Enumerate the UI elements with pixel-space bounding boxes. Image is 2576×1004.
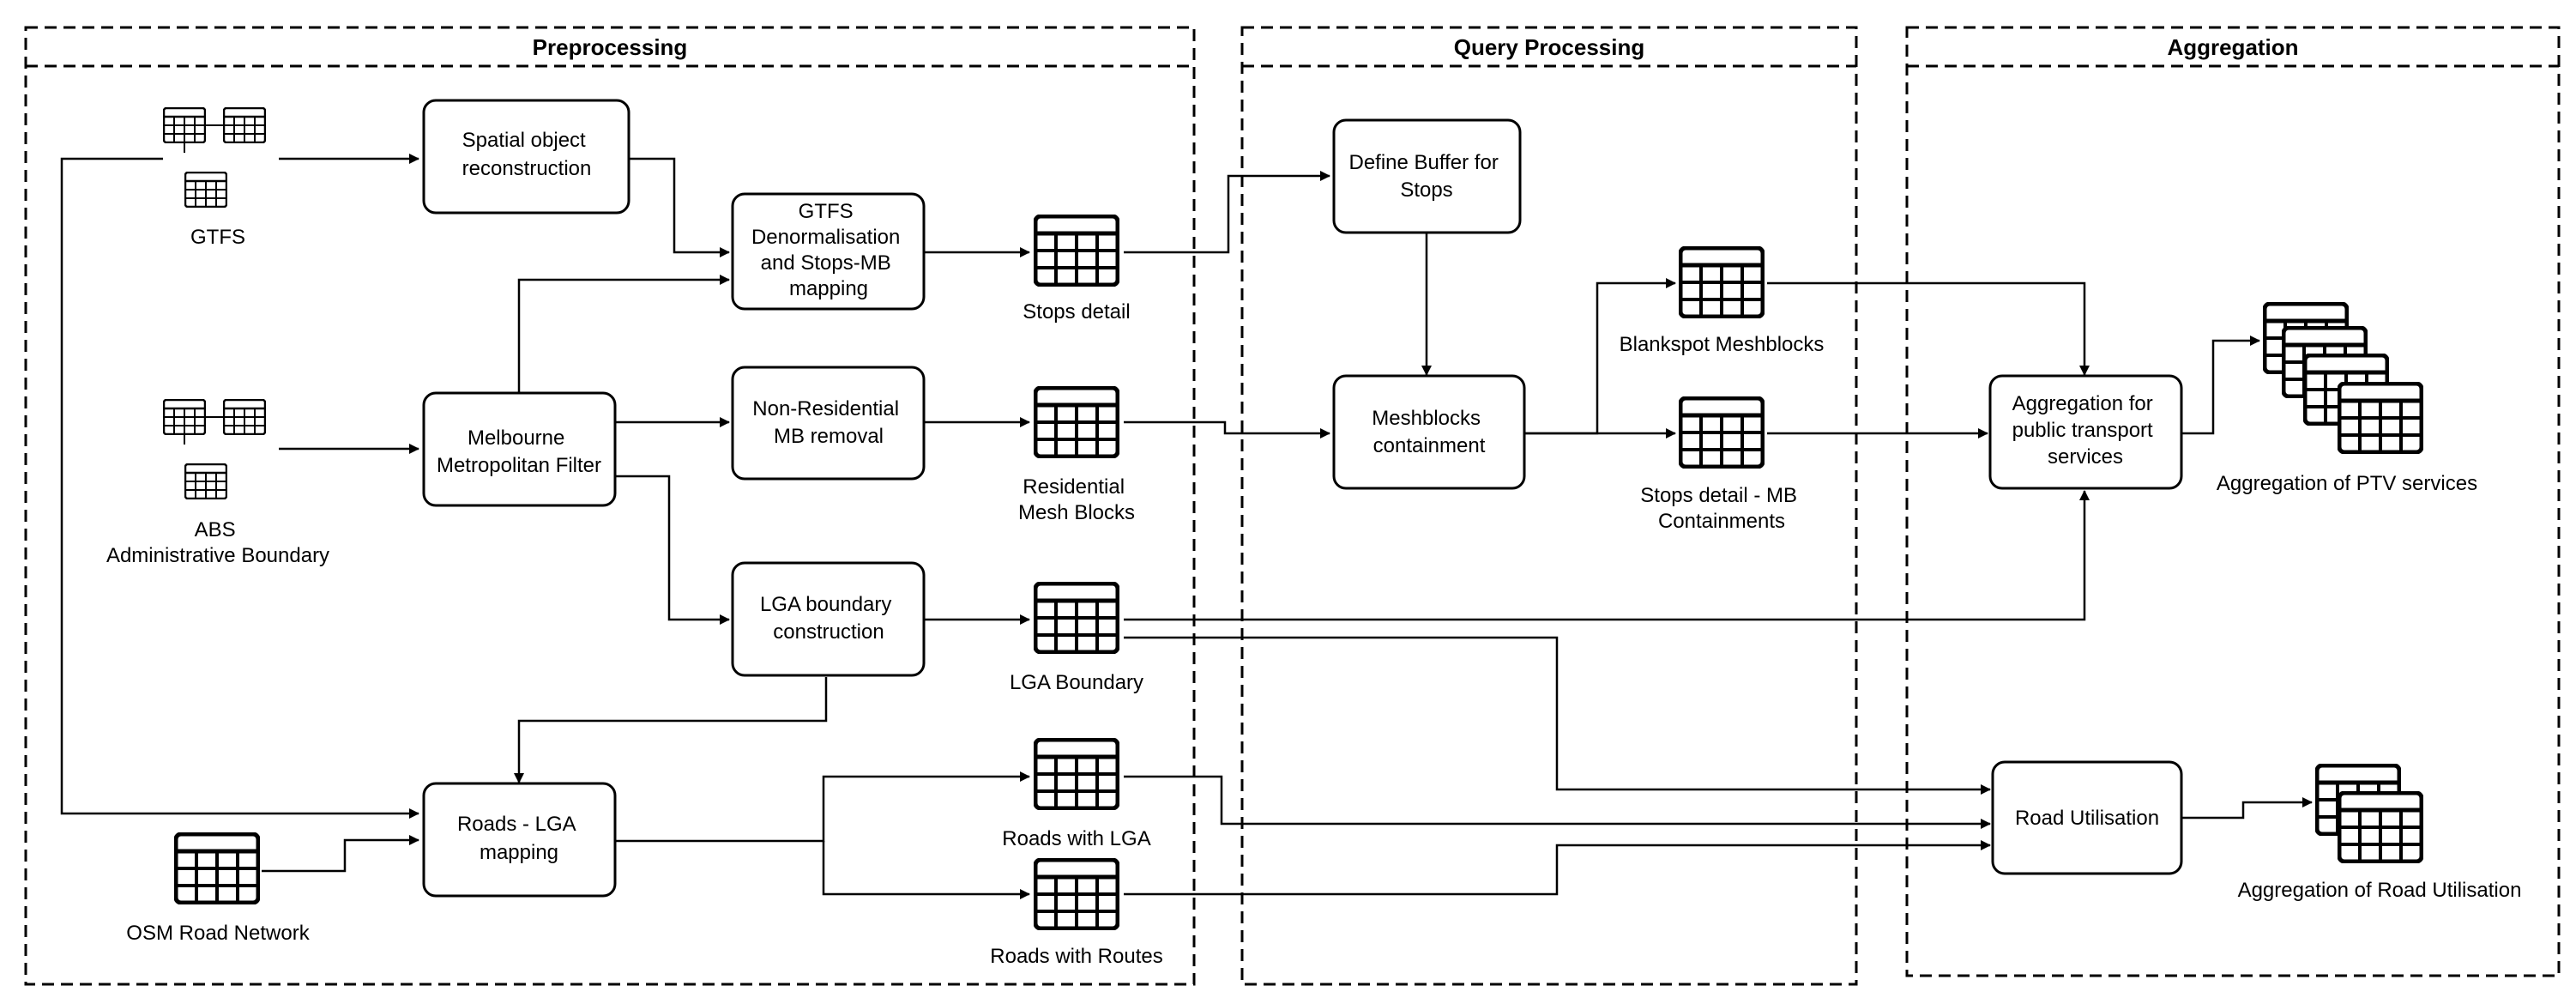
lane-preprocessing: Preprocessing [24,26,1196,986]
process-roads-lga-mapping [422,782,617,898]
edge-lga-boundary-aggregation [1124,490,2090,621]
dataset-stops-mb-label: Stops detail - MB Containments [1640,484,1802,533]
process-spatial-label: Spatial object reconstruction [462,129,592,180]
dataset-roads-with-lga-label: Roads with LGA [1002,827,1150,850]
edge-blankspot-aggregation [1767,281,2090,376]
process-aggregation-public-transport [1988,374,2183,490]
process-define-buffer-label: Define Buffer for Stops [1349,151,1505,202]
dataset-blankspot-icon [1680,248,1763,317]
dataset-agg-ptv-label: Aggregation of PTV services [2217,472,2477,495]
edge-roads-lga-roads-with-routes [822,841,1030,899]
connectors [60,154,2313,899]
edge-roads-with-routes-road-utilisation [1124,840,1991,896]
dataset-lga-boundary-label: LGA Boundary [1010,671,1143,694]
dataset-abs-label: ABS Administrative Boundary [106,518,329,567]
edge-lga-construction-roads-lga [514,677,828,783]
lane-query-processing: Query Processing [1240,26,1858,986]
edge-lga-boundary-road-utilisation [1124,636,1991,795]
dataset-blankspot-label: Blankspot Meshblocks [1620,333,1825,356]
edge-roads-lga-roads-with-lga [615,771,1030,843]
process-meshblocks-containment [1332,374,1526,490]
dataset-residential-icon [1035,388,1118,457]
dataset-abs-icon [163,399,266,499]
process-non-residential-mb-removal [731,366,926,481]
dataset-gtfs-icon [163,107,266,208]
lane-title-query-processing: Query Processing [1454,34,1645,60]
dataset-osm-icon [176,834,258,903]
process-road-utilisation-label: Road Utilisation [2015,807,2159,830]
dataset-roads-with-routes-icon [1035,860,1118,928]
process-roads-lga-label: Roads - LGA mapping [457,813,581,864]
process-lga-construction-label: LGA boundary construction [760,593,897,644]
process-meshblocks-label: Meshblocks containment [1372,407,1486,457]
process-melbourne-metropolitan-filter [422,391,617,507]
dataset-stops-detail-icon [1035,216,1118,285]
process-nonres-label: Non-Residential MB removal [752,397,904,448]
process-define-buffer-for-stops [1332,118,1522,234]
dataset-agg-road-icon [2317,765,2422,862]
edge-spatial-gtfs-denorm [629,157,730,257]
dataset-gtfs-label: GTFS [190,226,245,249]
dataset-lga-boundary-icon [1035,584,1118,652]
dataset-agg-ptv-icon [2265,304,2422,452]
dataset-stops-detail-label: Stops detail [1023,300,1130,324]
edge-osm-roads-lga [262,835,419,873]
dataset-osm-label: OSM Road Network [126,922,310,945]
process-road-utilisation [1991,760,2183,875]
process-lga-boundary-construction [731,561,926,677]
dataset-stops-mb-icon [1680,398,1763,467]
edge-melbourne-lga [615,475,730,625]
process-melbourne-label: Melbourne Metropolitan Filter [437,426,601,477]
process-gtfs-denorm-label: GTFS Denormalisation and Stops-MB mappin… [751,200,906,300]
edge-gtfs-roads-lga [60,157,419,819]
process-spatial-object-reconstruction [422,99,630,215]
edge-meshblocks-blankspot [1524,278,1676,435]
dataset-agg-road-label: Aggregation of Road Utilisation [2238,879,2522,902]
process-gtfs-denormalisation [731,192,926,311]
dataset-roads-with-lga-icon [1035,740,1118,808]
lane-title-aggregation: Aggregation [2167,34,2298,60]
edge-roads-with-lga-road-utilisation [1124,775,1991,829]
edge-aggregation-agg-ptv [2181,336,2260,435]
dataset-residential-label: Residential Mesh Blocks [1018,475,1135,524]
lane-title-preprocessing: Preprocessing [533,34,688,60]
datasets: GTFS ABS Administrative Boundary OSM Roa… [106,107,2522,968]
lane-aggregation: Aggregation [1905,26,2561,977]
edge-stops-define-buffer [1124,171,1330,254]
dataset-roads-with-routes-label: Roads with Routes [990,945,1162,968]
process-aggregation-label: Aggregation for public transport service… [2012,392,2159,469]
edge-road-utilisation-agg-road [2181,797,2313,820]
edge-melbourne-gtfs-denorm [517,275,730,392]
process-boxes: Spatial object reconstruction GTFS Denor… [422,99,2183,898]
edge-residential-meshblocks [1124,420,1330,438]
